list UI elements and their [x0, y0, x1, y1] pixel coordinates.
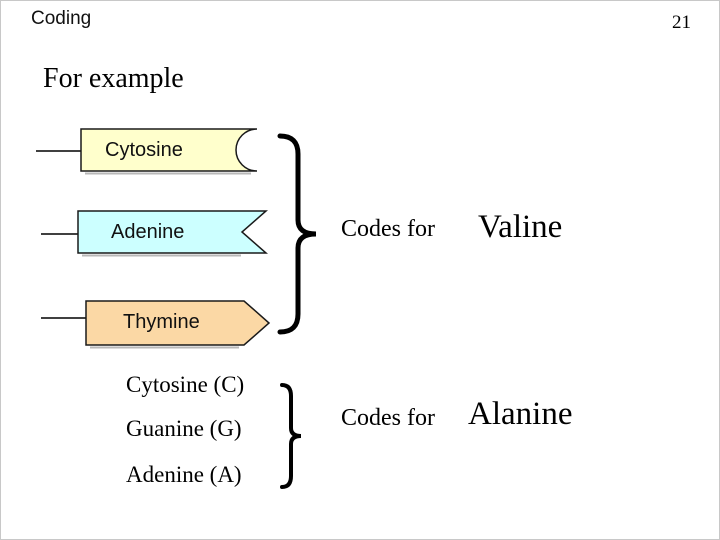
adenine-label: Adenine — [111, 221, 185, 243]
codon2-base-guanine: Guanine (G) — [126, 416, 242, 441]
adenine-shape — [77, 210, 268, 254]
thymine-shape — [85, 300, 271, 346]
codon1-brace — [277, 133, 317, 335]
codon2-amino-acid: Alanine — [468, 396, 573, 432]
page-number: 21 — [672, 12, 691, 33]
cytosine-label: Cytosine — [105, 139, 183, 161]
codon1-codes-for-label: Codes for — [341, 216, 435, 242]
heading-for-example: For example — [43, 63, 184, 94]
slide-title: Coding — [31, 8, 92, 29]
codon2-base-adenine: Adenine (A) — [126, 462, 242, 487]
cytosine-shape — [80, 128, 258, 172]
codon2-base-cytosine: Cytosine (C) — [126, 372, 245, 397]
thymine-label: Thymine — [123, 311, 200, 333]
codon2-brace — [280, 383, 302, 489]
codon2-codes-for-label: Codes for — [341, 405, 435, 431]
codon1-amino-acid: Valine — [478, 209, 563, 245]
